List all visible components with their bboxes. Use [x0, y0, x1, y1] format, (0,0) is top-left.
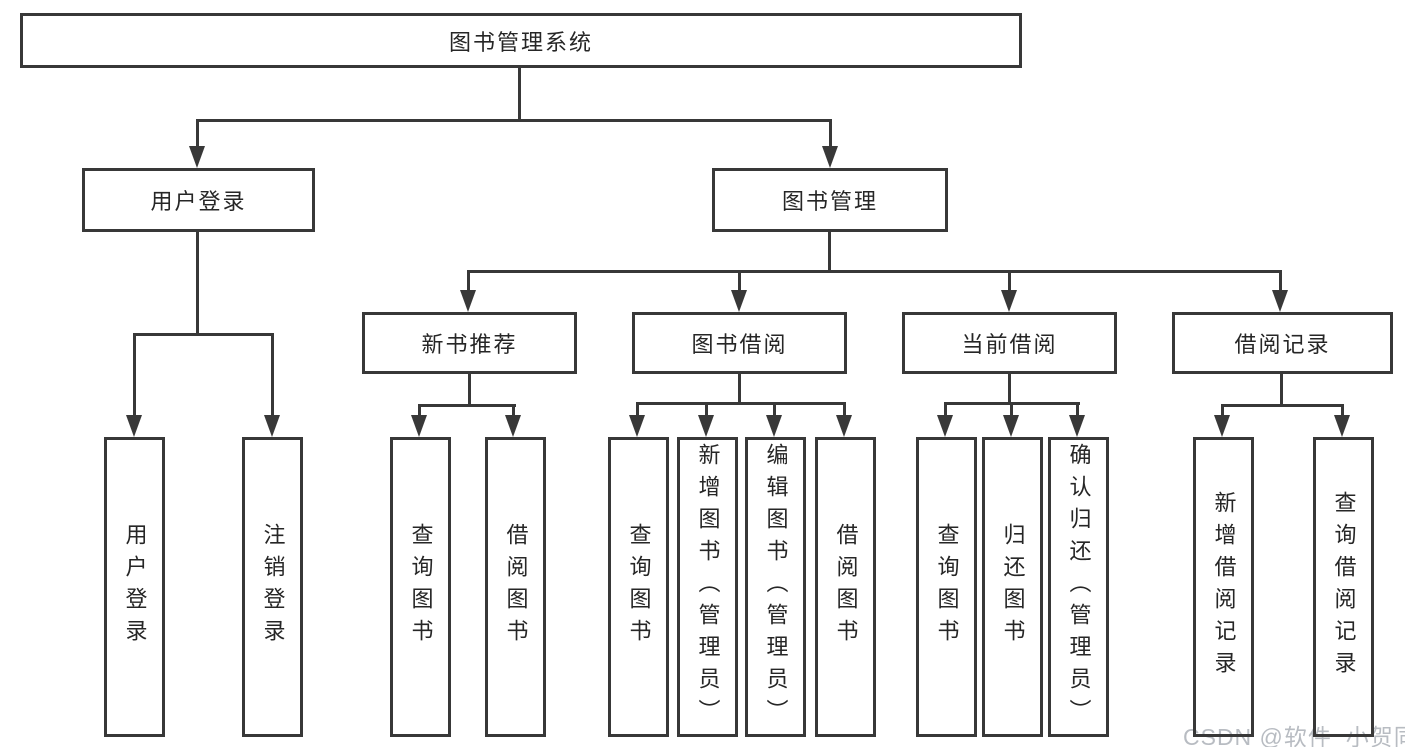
node-label: 用户登录: [150, 189, 247, 214]
arrowhead-down: [698, 415, 714, 437]
arrowhead-down: [937, 415, 953, 437]
node-label: 新书推荐: [421, 332, 518, 357]
node-label: 图书管理: [781, 189, 878, 214]
node-label: 查询图书: [934, 523, 960, 651]
connector-vertical: [1008, 372, 1011, 405]
leaf-query-borrow-record: 查询借阅记录: [1313, 437, 1374, 737]
arrowhead-down: [126, 415, 142, 437]
connector-drop: [1076, 402, 1079, 417]
connector-drop: [1010, 402, 1013, 417]
connector-drop: [738, 270, 741, 292]
connector-drop: [1341, 404, 1344, 417]
connector-vertical: [1280, 372, 1283, 407]
connector-horizontal: [418, 404, 516, 407]
connector-drop: [196, 119, 199, 149]
node-label: 借阅图书: [833, 523, 859, 651]
arrowhead-down: [189, 146, 205, 168]
arrowhead-down: [411, 415, 427, 437]
node-label: 图书借阅: [691, 332, 788, 357]
connector-horizontal: [467, 270, 1282, 273]
node-book-borrowing: 图书借阅: [632, 312, 847, 374]
node-new-book-recommend: 新书推荐: [362, 312, 577, 374]
node-current-borrowing: 当前借阅: [902, 312, 1117, 374]
arrowhead-down: [1272, 290, 1288, 312]
arrowhead-down: [1001, 290, 1017, 312]
connector-horizontal: [1221, 404, 1344, 407]
arrowhead-down: [264, 415, 280, 437]
leaf-query-books-borrowing: 查询图书: [608, 437, 669, 737]
leaf-query-books-current: 查询图书: [916, 437, 977, 737]
leaf-add-books-admin: 新增图书（管理员）: [677, 437, 738, 737]
connector-drop: [1221, 404, 1224, 417]
connector-horizontal: [636, 402, 846, 405]
connector-drop: [418, 404, 421, 417]
leaf-edit-books-admin: 编辑图书（管理员）: [745, 437, 806, 737]
connector-drop: [271, 333, 274, 417]
connector-drop: [773, 402, 776, 417]
connector-vertical: [738, 372, 741, 405]
node-label: 归还图书: [1000, 523, 1026, 651]
node-label: 注销登录: [260, 523, 286, 651]
node-label: 当前借阅: [961, 332, 1058, 357]
connector-drop: [1279, 270, 1282, 292]
arrowhead-down: [629, 415, 645, 437]
node-label: 编辑图书（管理员）: [763, 443, 789, 731]
node-label: 借阅记录: [1234, 332, 1331, 357]
connector-root-horizontal: [196, 119, 832, 122]
leaf-return-books: 归还图书: [982, 437, 1043, 737]
leaf-logout: 注销登录: [242, 437, 303, 737]
arrowhead-down: [731, 290, 747, 312]
node-label: 新增图书（管理员）: [695, 443, 721, 731]
connector-vertical: [828, 230, 831, 273]
node-root-library-system: 图书管理系统: [20, 13, 1022, 68]
arrowhead-down: [505, 415, 521, 437]
node-label: 借阅图书: [503, 523, 529, 651]
csdn-watermark: CSDN @软件_小贺同学: [1183, 724, 1405, 747]
connector-horizontal: [133, 333, 274, 336]
connector-drop: [636, 402, 639, 417]
connector-drop: [705, 402, 708, 417]
leaf-add-borrow-record: 新增借阅记录: [1193, 437, 1254, 737]
arrowhead-down: [1003, 415, 1019, 437]
node-label: 查询图书: [626, 523, 652, 651]
connector-drop: [829, 119, 832, 149]
arrowhead-down: [822, 146, 838, 168]
connector-drop: [512, 404, 515, 417]
leaf-borrow-books-recommend: 借阅图书: [485, 437, 546, 737]
arrowhead-down: [460, 290, 476, 312]
node-label: 图书管理系统: [448, 29, 593, 55]
connector-drop: [133, 333, 136, 417]
arrowhead-down: [1214, 415, 1230, 437]
node-label: 查询借阅记录: [1331, 491, 1357, 683]
connector-vertical: [468, 372, 471, 407]
arrowhead-down: [766, 415, 782, 437]
arrowhead-down: [1334, 415, 1350, 437]
leaf-query-books-recommend: 查询图书: [390, 437, 451, 737]
connector-drop: [467, 270, 470, 292]
leaf-borrow-books: 借阅图书: [815, 437, 876, 737]
leaf-user-login: 用户登录: [104, 437, 165, 737]
node-label: 查询图书: [408, 523, 434, 651]
node-label: 用户登录: [122, 523, 148, 651]
arrowhead-down: [836, 415, 852, 437]
connector-drop: [944, 402, 947, 417]
connector-vertical: [196, 230, 199, 335]
node-label: 确认归还（管理员）: [1066, 443, 1092, 731]
node-borrowing-records: 借阅记录: [1172, 312, 1393, 374]
connector-root-vertical: [518, 66, 521, 121]
arrowhead-down: [1069, 415, 1085, 437]
node-book-management: 图书管理: [712, 168, 948, 232]
connector-drop: [1008, 270, 1011, 292]
node-user-login: 用户登录: [82, 168, 315, 232]
connector-drop: [843, 402, 846, 417]
leaf-confirm-return-admin: 确认归还（管理员）: [1048, 437, 1109, 737]
node-label: 新增借阅记录: [1211, 491, 1237, 683]
